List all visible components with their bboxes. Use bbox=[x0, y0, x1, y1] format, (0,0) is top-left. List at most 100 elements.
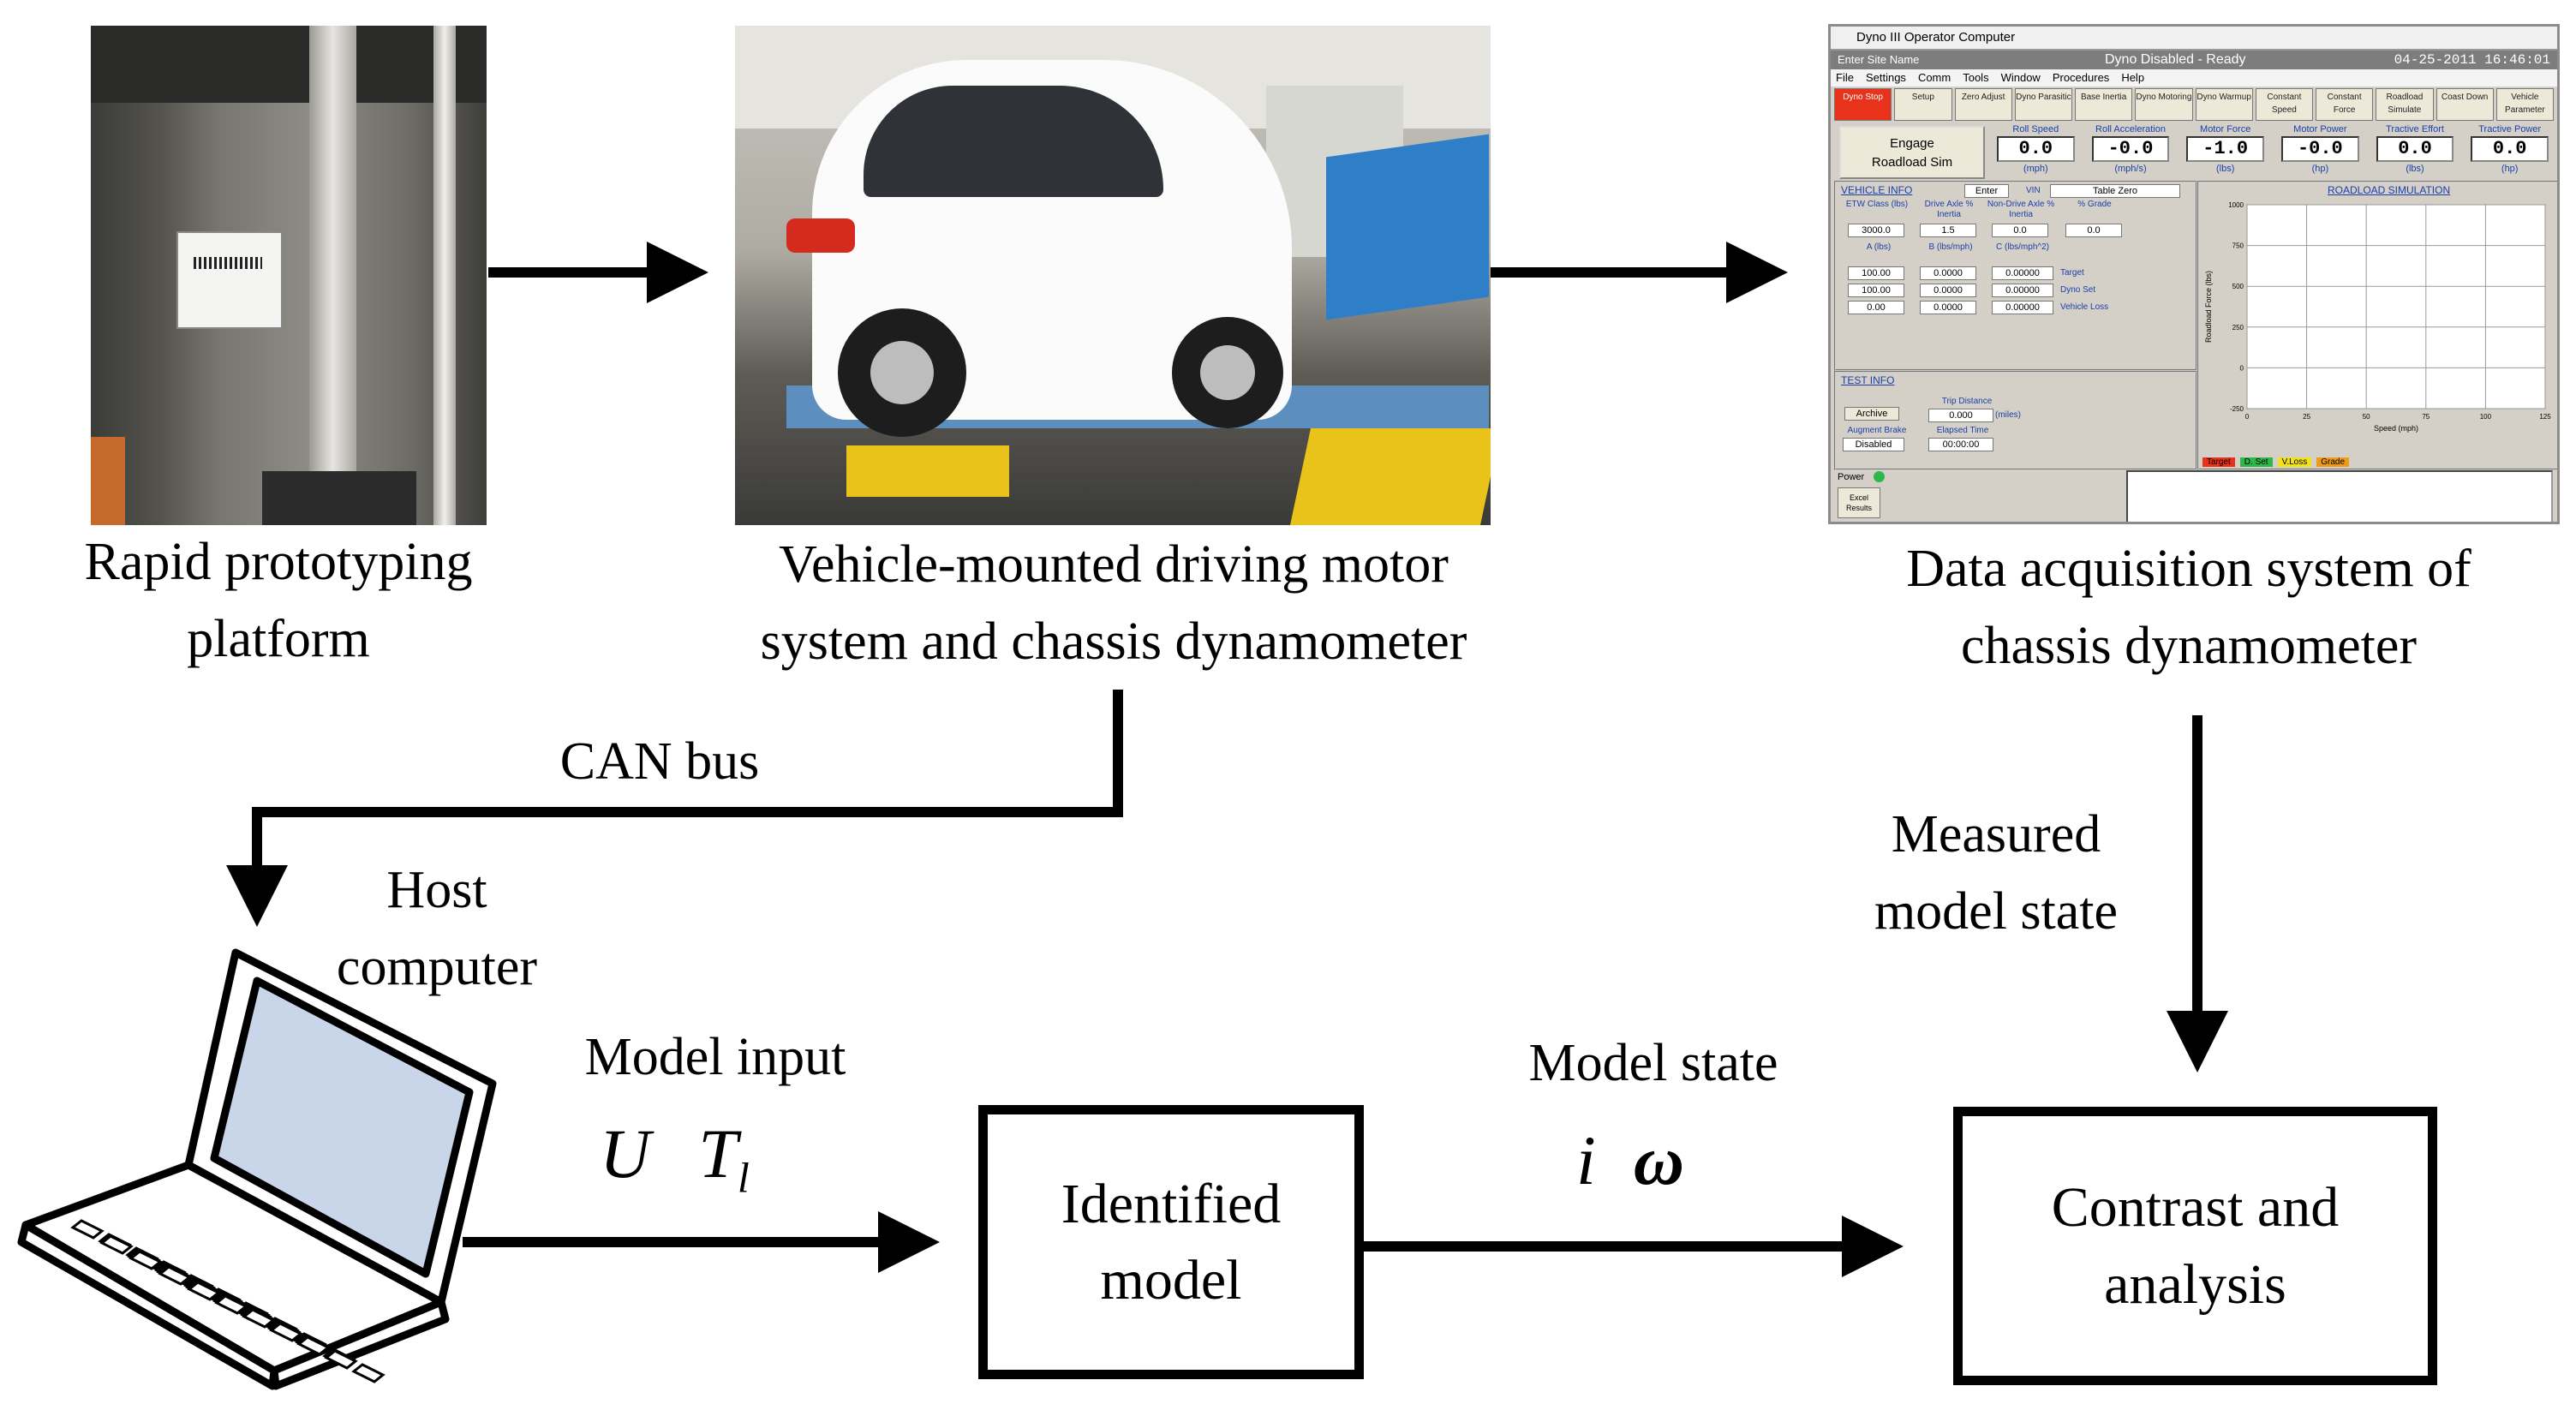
laptop-key bbox=[129, 1250, 163, 1270]
readout-label: Tractive Effort bbox=[2386, 124, 2444, 134]
laptop-key bbox=[296, 1335, 331, 1356]
message-box bbox=[2126, 470, 2553, 522]
symbol-u: U bbox=[600, 1114, 651, 1192]
daq-toolbar-button: Dyno Motoring bbox=[2135, 88, 2193, 121]
laptop-key bbox=[187, 1281, 221, 1301]
laptop-icon bbox=[17, 948, 497, 1390]
coef-header: A (lbs) bbox=[1866, 242, 1892, 252]
vehicle-info-title: VEHICLE INFO bbox=[1841, 184, 1913, 196]
vehicle-param-value: 1.5 bbox=[1920, 224, 1976, 237]
daq-toolbar-button: Dyno Stop bbox=[1834, 88, 1892, 121]
test-info-title: TEST INFO bbox=[1841, 374, 1895, 386]
daq-toolbar-button: Roadload Simulate bbox=[2376, 88, 2434, 121]
daq-line1: Data acquisition system of bbox=[1906, 540, 2471, 598]
identified-model-box: Identified model bbox=[978, 1105, 1364, 1379]
roadload-title: ROADLOAD SIMULATION bbox=[2328, 184, 2451, 196]
coef-b-value: 0.0000 bbox=[1920, 284, 1976, 297]
daq-toolbar-button: Base Inertia bbox=[2075, 88, 2133, 121]
daq-screen: Dyno III Operator Computer Enter Site Na… bbox=[1828, 24, 2560, 524]
daq-datetime: 04-25-2011 16:46:01 bbox=[2394, 52, 2550, 68]
laptop-key bbox=[269, 1322, 303, 1342]
rapid-prototyping-photo bbox=[91, 26, 487, 525]
daq-status-text: Dyno Disabled - Ready bbox=[2105, 52, 2246, 67]
daq-menu-item: Tools bbox=[1963, 71, 1989, 84]
y-tick-label: 250 bbox=[2232, 324, 2244, 332]
coef-row-label: Dyno Set bbox=[2060, 285, 2096, 295]
daq-menu-item: Window bbox=[2000, 71, 2041, 84]
excel-sublabel: Results bbox=[1845, 504, 1872, 512]
vehicle-enter-field: Enter bbox=[1964, 184, 2009, 198]
rapid-prototyping-line2: platform bbox=[187, 609, 370, 668]
elapsed-time-value: 00:00:00 bbox=[1928, 438, 1993, 451]
measured-line2: model state bbox=[1874, 881, 2119, 941]
vehicle-param-label: Non-Drive Axle % Inertia bbox=[1987, 200, 2055, 219]
readout-value: 0.0 bbox=[2376, 136, 2454, 162]
augment-brake-value: Disabled bbox=[1843, 438, 1904, 451]
coef-header: B (lbs/mph) bbox=[1928, 242, 1973, 252]
readout-value: 0.0 bbox=[2471, 136, 2549, 162]
symbol-i: i bbox=[1576, 1121, 1596, 1199]
vin-label: VIN bbox=[2026, 186, 2041, 195]
readout-label: Roll Speed bbox=[2012, 124, 2059, 134]
vehicle-param-value: 0.0 bbox=[2065, 224, 2122, 237]
readout-unit: (lbs) bbox=[2215, 164, 2235, 174]
measured-state-label: Measured model state bbox=[1808, 797, 2185, 951]
laptop-key bbox=[324, 1349, 358, 1370]
readout-value: -1.0 bbox=[2186, 136, 2265, 162]
legend-swatch: V.Loss bbox=[2277, 457, 2312, 467]
daq-menu-item: Comm bbox=[1917, 71, 1951, 84]
laptop-key bbox=[214, 1294, 248, 1315]
host-line1: Host bbox=[386, 861, 487, 919]
legend-swatch: Grade bbox=[2316, 457, 2350, 467]
x-tick-label: 0 bbox=[2245, 413, 2250, 421]
contrast-line2: analysis bbox=[2104, 1252, 2286, 1316]
x-tick-label: 75 bbox=[2422, 413, 2430, 421]
engage-label: Engage bbox=[1890, 136, 1934, 151]
coef-c-value: 0.00000 bbox=[1992, 301, 2053, 314]
readout-value: -0.0 bbox=[2281, 136, 2359, 162]
daq-toolbar-button: Constant Force bbox=[2316, 88, 2374, 121]
archive-button: Archive bbox=[1844, 407, 1899, 421]
daq-readout: Motor Force-1.0(lbs) bbox=[2183, 124, 2268, 174]
model-state-text: Model state bbox=[1528, 1034, 1778, 1092]
legend-swatch: D. Set bbox=[2239, 457, 2273, 467]
coef-c-value: 0.00000 bbox=[1992, 284, 2053, 297]
readout-label: Tractive Power bbox=[2478, 124, 2542, 134]
contrast-analysis-box: Contrast and analysis bbox=[1953, 1107, 2437, 1385]
vehicle-line1: Vehicle-mounted driving motor bbox=[779, 535, 1449, 594]
model-input-label: Model input bbox=[523, 1019, 908, 1096]
readout-value: -0.0 bbox=[2091, 136, 2170, 162]
daq-status-bar: Enter Site Name Dyno Disabled - Ready 04… bbox=[1831, 51, 2557, 69]
power-indicator-icon bbox=[1874, 471, 1885, 482]
augment-brake-label: Augment Brake bbox=[1847, 426, 1907, 435]
y-tick-label: 1000 bbox=[2228, 201, 2244, 209]
model-state-label: Model state bbox=[1456, 1025, 1850, 1102]
y-axis-label: Roadload Force (lbs) bbox=[2204, 271, 2213, 343]
daq-toolbar-button: Vehicle Parameter bbox=[2495, 88, 2554, 121]
vehicle-param-value: 0.0 bbox=[1992, 224, 2048, 237]
daq-line2: chassis dynamometer bbox=[1960, 616, 2418, 675]
coef-b-value: 0.0000 bbox=[1920, 301, 1976, 314]
readout-unit: (mph/s) bbox=[2114, 164, 2147, 174]
excel-results-button: Excel Results bbox=[1838, 487, 1880, 518]
laptop-key bbox=[70, 1219, 105, 1240]
engage-sublabel: Roadload Sim bbox=[1871, 155, 1953, 170]
rapid-prototyping-line1: Rapid prototyping bbox=[84, 533, 473, 591]
coef-row-label: Target bbox=[2060, 268, 2084, 278]
readout-unit: (mph) bbox=[2023, 164, 2048, 174]
vehicle-info-panel: VEHICLE INFO Enter VIN Table Zero ETW Cl… bbox=[1834, 181, 2197, 371]
identified-line1: Identified bbox=[1061, 1172, 1282, 1235]
y-tick-label: 0 bbox=[2240, 364, 2244, 372]
coef-row-label: Vehicle Loss bbox=[2060, 302, 2109, 312]
plot-area bbox=[2246, 204, 2546, 409]
vehicle-dynamometer-photo bbox=[735, 26, 1491, 525]
readout-value: 0.0 bbox=[1997, 136, 2075, 162]
